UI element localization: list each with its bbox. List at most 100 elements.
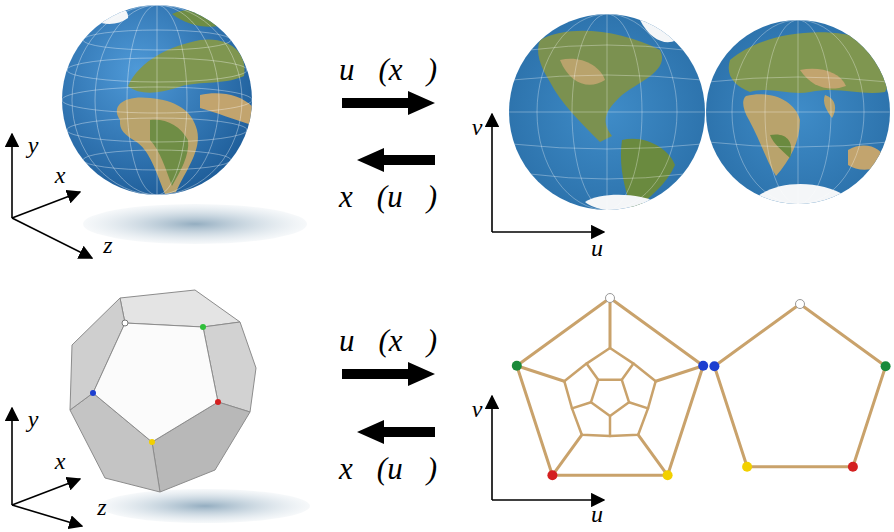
axis-label: z xyxy=(103,232,112,260)
pin-dot xyxy=(663,470,673,480)
axes-3d xyxy=(11,408,13,505)
dodecahedron xyxy=(90,390,96,396)
axes-2d xyxy=(491,114,493,232)
dodecahedron xyxy=(122,320,128,326)
hemisphere-map xyxy=(848,145,884,169)
schlegel-diagram xyxy=(517,298,703,475)
mapping-label: x⃗(u⃗) xyxy=(339,179,437,215)
mapping-label: u⃗(x⃗) xyxy=(339,52,437,88)
hemisphere-map xyxy=(729,32,890,93)
hemisphere-map xyxy=(824,95,835,118)
pin-dot xyxy=(796,300,805,309)
mapping-arrow xyxy=(342,91,435,115)
hemisphere-map xyxy=(758,184,846,206)
dodecahedron xyxy=(100,489,310,523)
axis-label: z xyxy=(97,494,106,522)
hemisphere-map xyxy=(708,77,888,82)
hemisphere-map xyxy=(743,94,800,176)
dodecahedron xyxy=(149,439,155,445)
hemisphere-map xyxy=(509,14,705,210)
pin-dot xyxy=(848,462,858,472)
axes-3d xyxy=(12,192,80,218)
hemisphere-map xyxy=(800,69,846,89)
hemisphere-map xyxy=(708,142,888,147)
globe xyxy=(157,5,158,195)
axes-3d xyxy=(12,218,92,258)
globe xyxy=(83,204,307,244)
axis-label: y xyxy=(28,406,39,434)
axes-2d xyxy=(492,396,604,500)
hemisphere-map xyxy=(530,174,684,179)
pin-dot xyxy=(709,361,719,371)
globe xyxy=(62,5,252,195)
dodecahedron xyxy=(215,399,221,405)
hemisphere-map xyxy=(509,14,705,212)
dodecahedron xyxy=(200,324,206,330)
pin-dot xyxy=(709,300,890,472)
globe xyxy=(67,58,247,82)
axis-label: u xyxy=(591,501,603,529)
axis-label: y xyxy=(28,132,39,160)
pin-dot xyxy=(698,361,708,371)
pin-dot xyxy=(512,361,522,371)
pin-dot xyxy=(606,294,615,303)
mapping-arrow xyxy=(357,148,435,172)
globe xyxy=(117,97,198,194)
hemisphere-map xyxy=(706,112,890,113)
hemisphere-map xyxy=(512,144,702,149)
schlegel-diagram xyxy=(517,298,703,475)
dodecahedron xyxy=(93,323,218,442)
axis-label: x xyxy=(55,448,66,476)
hemisphere-map xyxy=(706,20,890,204)
pin-dot xyxy=(512,294,708,481)
axes-3d xyxy=(12,408,82,526)
axes-2d xyxy=(491,396,493,500)
globe xyxy=(127,5,187,195)
globe xyxy=(62,4,307,244)
pin-dot xyxy=(742,462,752,472)
globe xyxy=(83,30,231,50)
globe xyxy=(72,5,242,195)
hemisphere-map xyxy=(509,112,705,113)
axis-label: v xyxy=(472,114,483,142)
schlegel-diagram xyxy=(572,364,648,436)
axes-3d xyxy=(11,134,13,218)
hemisphere-map xyxy=(530,45,684,50)
hemisphere-map xyxy=(512,75,702,80)
axis-label: x xyxy=(55,162,66,190)
globe xyxy=(95,5,219,195)
hemisphere-map xyxy=(560,59,605,85)
pentagon-sticks xyxy=(714,304,885,467)
axis-label: u xyxy=(591,235,603,263)
globe xyxy=(150,120,188,186)
globe xyxy=(62,4,255,195)
mapping-arrow xyxy=(342,362,435,386)
axes-3d xyxy=(12,479,80,505)
schlegel-diagram xyxy=(564,348,655,436)
globe xyxy=(67,118,247,142)
pin-dot xyxy=(547,470,557,480)
hemisphere-map xyxy=(509,14,705,210)
mapping-arrow xyxy=(342,362,435,444)
mapping-arrow xyxy=(357,420,435,444)
schlegel-diagram xyxy=(517,298,703,475)
pin-dot xyxy=(881,361,891,371)
axes-2d xyxy=(492,499,604,501)
mapping-label: u⃗(x⃗) xyxy=(339,323,437,359)
hemisphere-map xyxy=(509,14,890,212)
dodecahedron xyxy=(120,290,240,327)
schlegel-diagram xyxy=(591,380,629,416)
mapping-arrow xyxy=(342,91,435,172)
hemisphere-map xyxy=(706,20,890,206)
dodecahedron xyxy=(70,290,310,523)
hemisphere-map xyxy=(706,20,890,204)
pentagon-sticks xyxy=(714,304,885,467)
axes-3d xyxy=(12,505,82,526)
axes-2d xyxy=(492,231,604,233)
globe xyxy=(83,150,231,170)
mapping-label: x⃗(u⃗) xyxy=(339,451,437,487)
hemisphere-map xyxy=(770,134,791,158)
axis-label: v xyxy=(472,396,483,424)
